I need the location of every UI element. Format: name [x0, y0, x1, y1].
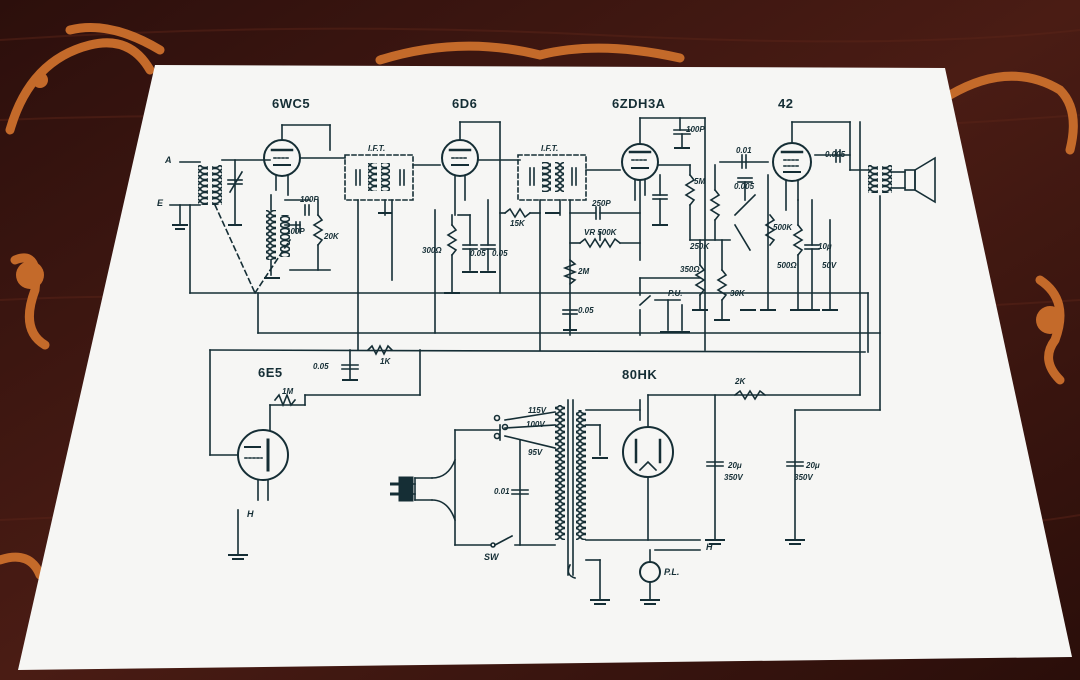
power-transformer-primary — [555, 405, 565, 540]
label-1k-a: 1K — [380, 357, 391, 366]
label-300ohm: 300Ω — [422, 246, 442, 255]
label-h-2: H — [706, 542, 713, 552]
label-95v: 95V — [528, 448, 543, 457]
oscillator-coil — [266, 210, 276, 260]
power-plug-icon — [390, 476, 414, 502]
label-0005-a: 0.005 — [734, 182, 755, 191]
label-001-b: 0.01 — [494, 487, 510, 496]
label-2k: 2K — [735, 377, 746, 386]
label-005-c: 0.05 — [578, 306, 594, 315]
speaker-icon — [914, 156, 936, 204]
label-100p-c: 100P — [686, 125, 705, 134]
label-pu: P.U. — [668, 289, 683, 298]
label-350v-a: 350V — [724, 473, 743, 482]
tube-label-6zdh3a: 6ZDH3A — [612, 96, 666, 111]
tube-label-80hk: 80HK — [622, 367, 658, 382]
tube-label-6d6: 6D6 — [452, 96, 478, 111]
label-20u-b: 20μ — [806, 461, 820, 470]
label-115v: 115V — [528, 406, 547, 415]
label-antenna: A — [165, 155, 172, 165]
antenna-coil-secondary — [212, 165, 222, 205]
label-earth: E — [157, 198, 164, 208]
label-001: 0.01 — [736, 146, 752, 155]
tube-label-42: 42 — [778, 96, 794, 111]
antenna-coil-primary — [198, 165, 208, 205]
inlay-ornament — [0, 23, 1078, 580]
label-vr-500k: VR 500K — [584, 228, 617, 237]
ground-symbols — [172, 147, 838, 605]
label-50v: 50V — [822, 261, 837, 270]
label-ift2: I.F.T. — [541, 144, 559, 153]
volume-control — [578, 237, 622, 249]
label-30k: 30K — [730, 289, 745, 298]
label-0005-b: 0.005 — [825, 150, 846, 159]
label-500ohm: 500Ω — [777, 261, 797, 270]
power-transformer-secondary — [576, 410, 586, 540]
label-100p-b: 100P — [286, 227, 305, 236]
label-350v-b: 350V — [794, 473, 813, 482]
label-15k: 15K — [510, 219, 525, 228]
tube-label-6e5: 6E5 — [258, 365, 283, 380]
label-250k: 250K — [690, 242, 710, 251]
label-2m: 2M — [578, 267, 590, 276]
label-100v: 100V — [526, 420, 545, 429]
label-sw: SW — [484, 552, 499, 562]
label-350ohm: 350Ω — [680, 265, 700, 274]
label-1m: 1M — [282, 387, 294, 396]
label-250p: 250P — [592, 199, 611, 208]
label-005-b: 0.05 — [492, 249, 508, 258]
ift-1-shield — [344, 154, 414, 201]
label-005-a: 0.05 — [470, 249, 486, 258]
label-ift1: I.F.T. — [368, 144, 386, 153]
output-transformer — [868, 165, 878, 193]
label-h-1: H — [247, 509, 254, 519]
ift-2-shield — [517, 154, 587, 201]
tube-label-6wc5: 6WC5 — [272, 96, 311, 111]
label-100p-a: 100P — [300, 195, 319, 204]
label-20u-a: 20μ — [728, 461, 742, 470]
label-20k: 20K — [324, 232, 339, 241]
label-005-d: 0.05 — [313, 362, 329, 371]
label-10u: 10μ — [818, 242, 832, 251]
label-500k: 500K — [773, 223, 793, 232]
paper-sheet — [18, 65, 1072, 670]
label-5m: 5M — [694, 177, 706, 186]
label-pl: P.L. — [664, 567, 680, 577]
